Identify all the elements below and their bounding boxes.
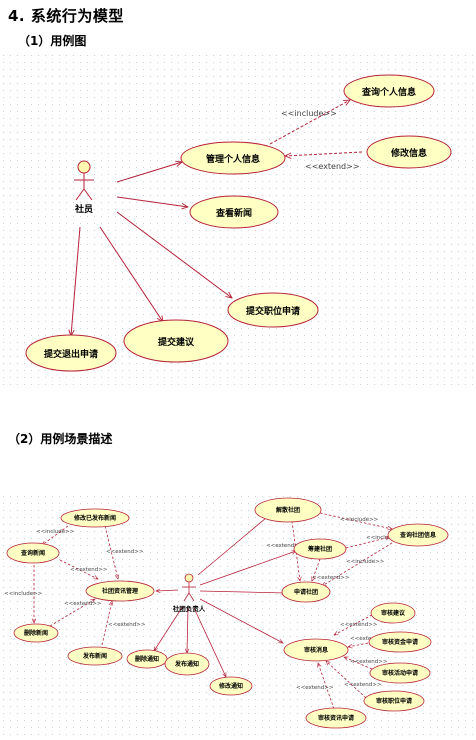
- usecase-query-news: 查询新闻: [20, 549, 45, 557]
- usecase-query-club: 查询社团信息: [399, 531, 436, 539]
- scenario-diagram-panel: <<include>> <<extend>> <<extend>> <<incl…: [0, 493, 476, 736]
- extend-label: <<extend>>: [305, 162, 360, 171]
- scenario-heading: （2）用例场景描述: [8, 432, 113, 446]
- include-label: <<include>>: [281, 109, 337, 118]
- usecase-view-news: [189, 195, 279, 229]
- usecase-submit-suggestion: [123, 319, 229, 363]
- usecase-review-suggestion: 审核建议: [381, 609, 406, 617]
- usecase-apply-club: 申请社团: [294, 588, 318, 596]
- scenario-diagram: <<include>> <<extend>> <<extend>> <<incl…: [4, 497, 449, 729]
- usecase-ellipses: [25, 74, 452, 372]
- actor-club-leader-label: 社团负责人: [173, 604, 206, 613]
- usecase-submit-quit: [25, 334, 117, 372]
- usecase-delete-notice: 删除通知: [135, 655, 159, 663]
- usecase-diagram: <<include>> <<extend>> 社员 管理个人信息 查询个人信息 …: [25, 74, 452, 372]
- include-label-3: <<include>>: [340, 517, 379, 523]
- include-label-5: <<include>>: [346, 559, 385, 565]
- section-title: 4. 系统行为模型: [8, 7, 124, 25]
- association-lines: [71, 162, 232, 336]
- usecase-view-news-label: 查看新闻: [215, 207, 252, 219]
- actor-club-leader: [182, 573, 196, 602]
- usecase-review-fund: 审核资金申请: [382, 638, 418, 646]
- usecase-submit-position-label: 提交职位申请: [246, 305, 300, 317]
- usecase-delete-news: 删除新闻: [24, 629, 48, 637]
- usecase-diagram-heading: （1）用例图: [18, 34, 87, 48]
- usecase-modify-info: [366, 135, 452, 169]
- extend-label-4: <<extend>>: [108, 622, 146, 628]
- extend-label-10: <<extend>>: [344, 682, 382, 688]
- dependency-lines: [269, 100, 363, 156]
- actor-member: [74, 160, 94, 201]
- usecase-news-mgmt: 社团资讯管理: [101, 587, 138, 595]
- usecase-modify-notice: 修改通知: [218, 682, 243, 690]
- scenario-dependency-lines: [34, 512, 392, 710]
- usecase-dissolve-club: 解散社团: [276, 506, 300, 514]
- scenario-usecase-ellipses: [6, 497, 449, 729]
- extend-label-11: <<extend>>: [296, 685, 334, 691]
- scenario-association-lines: [154, 513, 296, 677]
- extend-label-8: <<extend>>: [350, 636, 388, 642]
- extend-label-1: <<extend>>: [106, 549, 144, 555]
- usecase-review-activity: 审核活动申请: [382, 669, 418, 677]
- extend-label-3: <<extend>>: [64, 601, 102, 607]
- usecase-review-message: 审核消息: [304, 646, 328, 654]
- include-label-2: <<include>>: [4, 591, 43, 597]
- actor-member-label: 社员: [74, 203, 93, 215]
- usecase-review-funding: 审核资讯申请: [318, 714, 354, 722]
- usecase-diagram-panel: <<include>> <<extend>> 社员 管理个人信息 查询个人信息 …: [0, 52, 476, 385]
- usecase-create-club: 筹建社团: [307, 545, 332, 553]
- include-label-4: <<include>>: [366, 535, 405, 541]
- usecase-submit-position: [227, 292, 319, 328]
- extend-label-9: <<extend>>: [350, 659, 388, 665]
- extend-label-7: <<extend>>: [340, 622, 378, 628]
- usecase-submit-quit-label: 提交退出申请: [44, 348, 98, 360]
- usecase-query-info-label: 查询个人信息: [361, 86, 416, 98]
- usecase-manage-info-label: 管理个人信息: [206, 153, 260, 165]
- usecase-manage-info: [180, 141, 286, 175]
- usecase-submit-suggestion-label: 提交建议: [158, 336, 195, 348]
- extend-label-5: <<extend>>: [266, 543, 304, 549]
- usecase-publish-notice: 发布通知: [174, 660, 199, 668]
- usecase-publish-news: 发布新闻: [82, 652, 107, 660]
- usecase-review-position: 审核职位申请: [376, 697, 412, 705]
- include-label-1: <<include>>: [36, 529, 75, 535]
- usecase-modify-info-label: 修改信息: [390, 147, 427, 159]
- usecase-modify-news: 修改已发布新闻: [73, 514, 116, 522]
- extend-label-6: <<extend>>: [312, 575, 350, 581]
- usecase-query-info: [343, 74, 435, 108]
- extend-label-2: <<extend>>: [70, 567, 108, 573]
